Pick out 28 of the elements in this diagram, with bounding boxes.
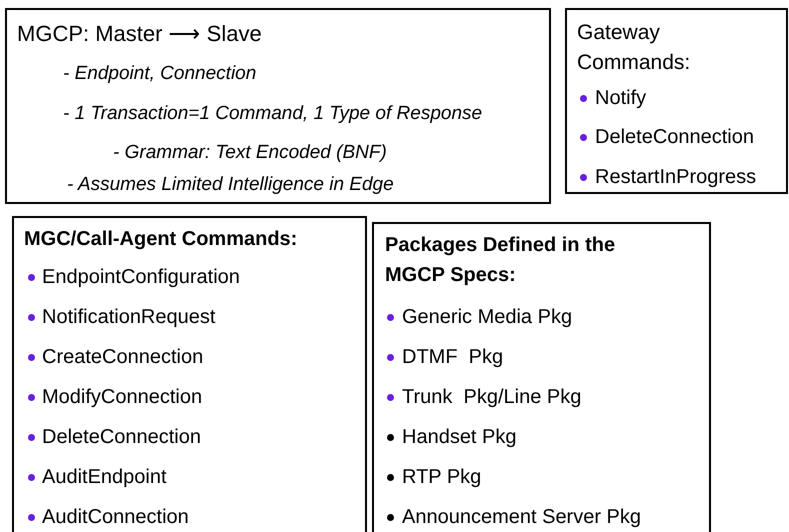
panel-heading: Gateway Commands: <box>577 20 692 76</box>
text-panel <box>12 216 367 532</box>
list-item: DeleteConnection <box>595 125 754 149</box>
panel-heading: MGC/Call-Agent Commands: <box>24 227 298 251</box>
note-text: - Grammar: Text Encoded (BNF) <box>113 141 387 165</box>
list-item: Announcement Server Pkg <box>402 505 642 529</box>
list-item: Handset Pkg <box>402 425 517 449</box>
list-item: DTMF Pkg <box>402 345 504 369</box>
list-item: DeleteConnection <box>42 425 201 449</box>
list-item: NotificationRequest <box>42 305 216 329</box>
note-text: - 1 Transaction=1 Command, 1 Type of Response <box>63 102 482 126</box>
list-item: ModifyConnection <box>42 385 202 409</box>
list-item: Generic Media Pkg <box>402 305 572 329</box>
list-item: AuditConnection <box>42 505 189 529</box>
text-panel <box>372 222 711 532</box>
list-item: Trunk Pkg/Line Pkg <box>402 385 582 409</box>
list-item: RestartInProgress <box>595 165 756 189</box>
text-panel <box>5 8 551 204</box>
list-item: Notify <box>595 86 646 110</box>
list-item: CreateConnection <box>42 345 204 369</box>
list-item: AuditEndpoint <box>42 465 167 489</box>
note-text: - Assumes Limited Intelligence in Edge <box>67 173 394 197</box>
note-text: - Endpoint, Connection <box>63 62 256 86</box>
list-item: EndpointConfiguration <box>42 265 240 289</box>
panel-heading: Packages Defined in the MGCP Specs: <box>385 233 616 288</box>
panel-heading: MGCP: Master ⟶ Slave <box>17 22 262 46</box>
text-panel <box>565 8 788 194</box>
list-item: RTP Pkg <box>402 465 482 489</box>
